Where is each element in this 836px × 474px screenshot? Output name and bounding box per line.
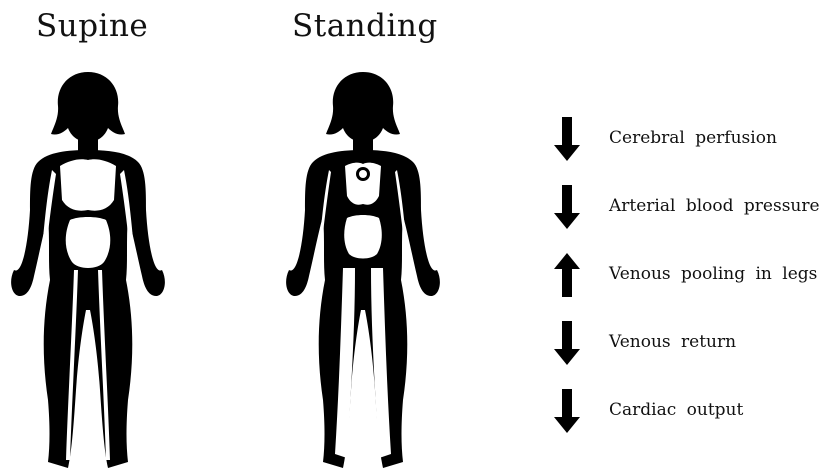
supine-body-silhouette	[11, 72, 165, 468]
title-supine: Supine	[36, 8, 148, 44]
effect-row: Venous return	[553, 319, 836, 367]
up-arrow-icon	[553, 251, 581, 299]
effect-label: Cerebral perfusion	[609, 128, 777, 148]
effect-label: Cardiac output	[609, 400, 743, 420]
effect-row: Cerebral perfusion	[553, 115, 836, 163]
down-arrow-icon	[553, 387, 581, 435]
standing-body-figure	[283, 70, 443, 474]
effect-row: Venous pooling in legs	[553, 251, 836, 299]
effect-label: Venous pooling in legs	[609, 264, 817, 284]
down-arrow-icon	[553, 115, 581, 163]
down-arrow-icon	[553, 183, 581, 231]
title-standing: Standing	[292, 8, 438, 44]
effect-label: Venous return	[609, 332, 736, 352]
down-arrow-icon	[553, 319, 581, 367]
effect-label: Arterial blood pressure	[609, 196, 820, 216]
supine-body-figure	[8, 70, 168, 474]
effect-row: Cardiac output	[553, 387, 836, 435]
effect-row: Arterial blood pressure	[553, 183, 836, 231]
standing-body-silhouette	[286, 72, 440, 468]
